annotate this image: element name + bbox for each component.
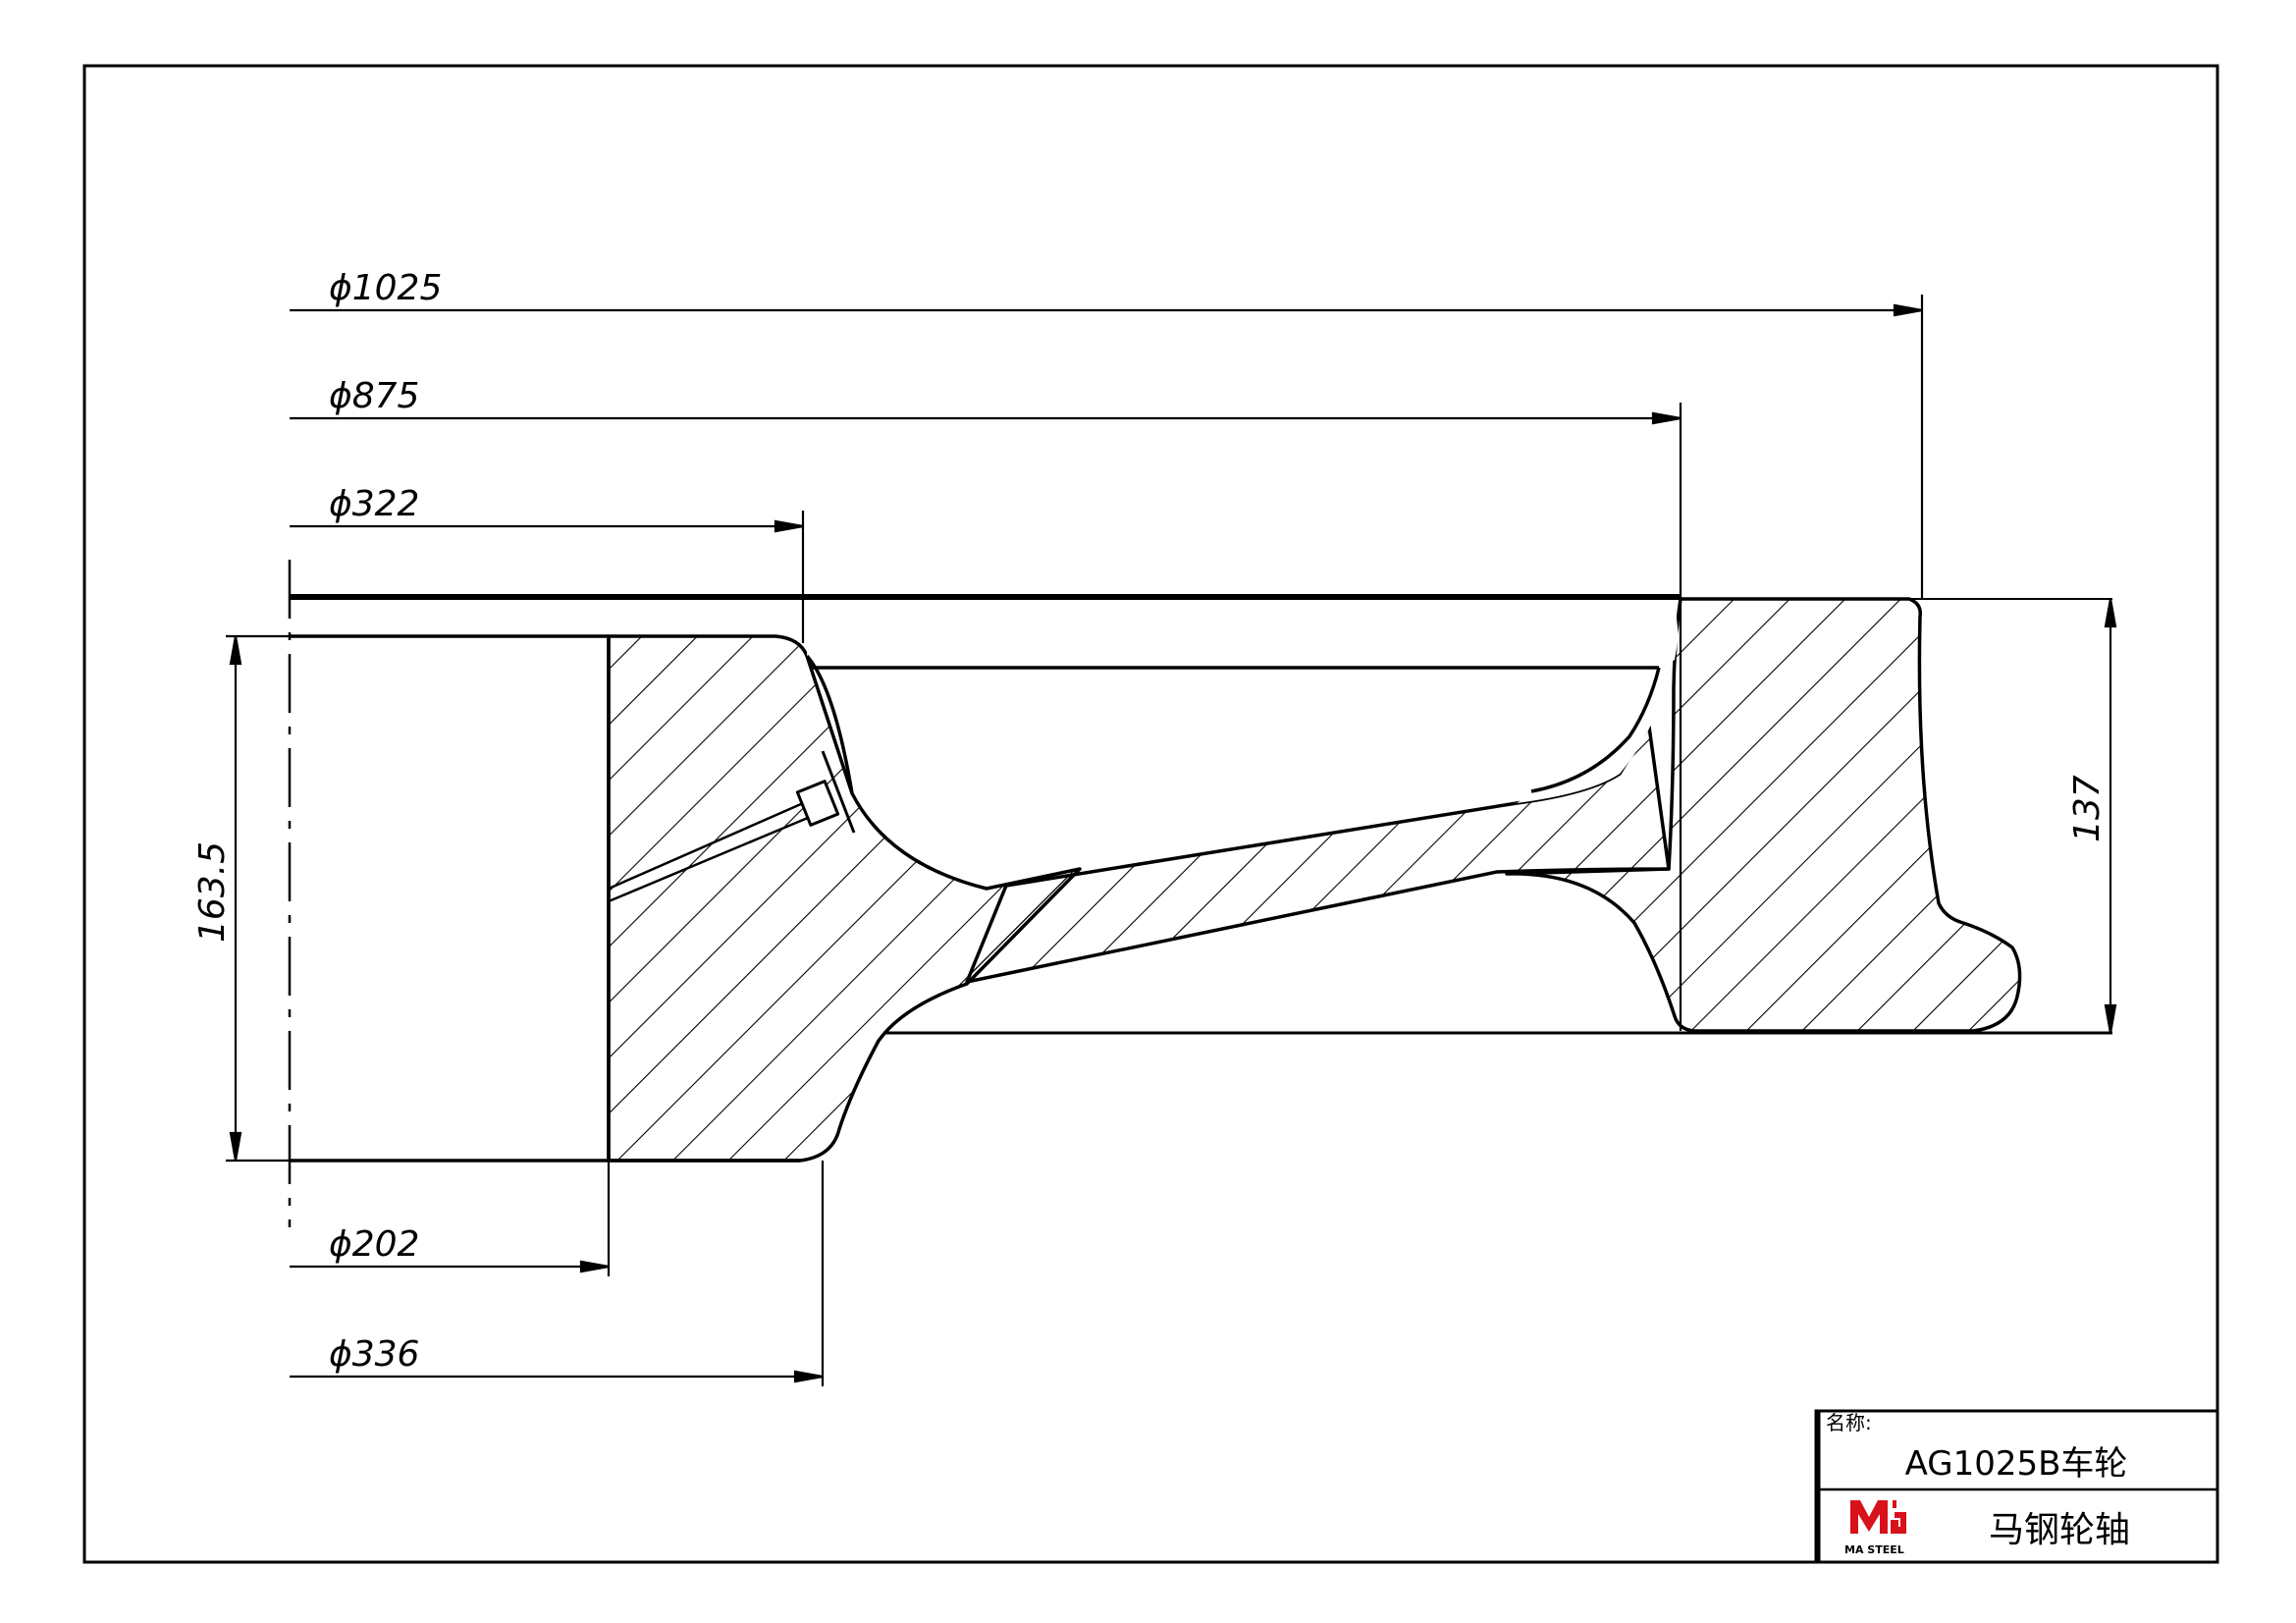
part-name: AG1025B车轮 <box>1905 1444 2128 1484</box>
company-name: 马钢轮轴 <box>1989 1510 2130 1550</box>
web-curve <box>1530 667 1661 793</box>
arrow-137-bottom <box>2104 1003 2117 1034</box>
arrow-336 <box>793 1370 824 1383</box>
oil-hole-plug-cap <box>821 750 856 834</box>
title-block <box>1814 1409 2219 1564</box>
hub-section <box>607 634 1082 1163</box>
dim-text-137: 137 <box>2067 775 2108 842</box>
rim-inner-fillet <box>1517 636 1679 803</box>
name-label: 名称: <box>1826 1411 1872 1434</box>
arrow-1025 <box>1893 303 1923 317</box>
arrow-137-top <box>2104 598 2117 628</box>
arrow-875 <box>1651 411 1682 425</box>
hub-upper-clear <box>807 601 1679 668</box>
arrow-1635-top <box>229 635 242 666</box>
arrow-1635-bottom <box>229 1131 242 1162</box>
dim-text-1025: ϕ1025 <box>329 268 442 308</box>
dimension-lines <box>226 295 2117 1386</box>
wheel-section <box>607 597 2022 1163</box>
dim-text-1635: 163.5 <box>192 841 233 943</box>
oil-hole-plug <box>795 780 840 827</box>
web-section <box>965 725 1671 984</box>
logo-text: MA STEEL <box>1844 1543 1904 1556</box>
ma-steel-logo: MA STEEL <box>1844 1500 1906 1556</box>
arrow-202 <box>579 1260 610 1273</box>
dim-text-875: ϕ875 <box>329 376 419 416</box>
arrow-322 <box>774 519 804 533</box>
oil-hole-line-1 <box>608 798 811 891</box>
oil-hole-line-2 <box>608 813 816 903</box>
hub-curve <box>805 654 854 794</box>
dim-text-202: ϕ202 <box>329 1224 419 1265</box>
dim-text-322: ϕ322 <box>329 484 419 524</box>
axle-outline <box>290 594 2112 1163</box>
dim-text-336: ϕ336 <box>329 1334 419 1375</box>
drawing-border <box>82 64 2219 1564</box>
rim-section <box>1505 597 2022 1033</box>
logo-mark <box>1850 1500 1906 1534</box>
